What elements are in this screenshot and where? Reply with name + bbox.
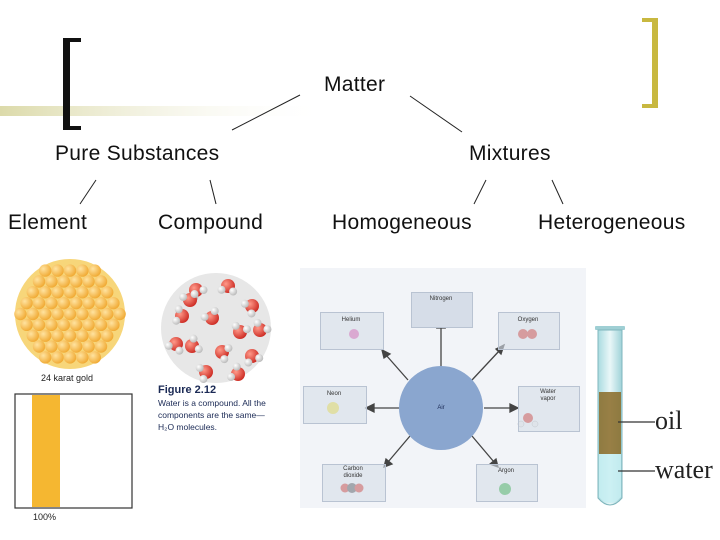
water-caption-line1: Water is a compound. All the [158,398,266,408]
gold-atoms-image [14,259,126,369]
oil-label: oil [655,406,683,435]
air-label-argon: Argon [497,468,514,474]
air-panel-carbon-dioxide [322,464,386,502]
water-figure-number: Figure 2.12 [158,384,217,396]
gold-percent: 100% [33,512,57,522]
water-label: water [655,455,713,484]
air-panel-argon [476,464,538,502]
air-label-carbon-dioxide: Carbon dioxide [343,466,363,479]
mixtures-label: Mixtures [469,142,551,165]
air-label-water-vapor: Water vapor [540,389,556,402]
air-label-center: Air [437,405,445,411]
element-label: Element [8,211,88,234]
oil-water-test-tube [595,326,655,506]
accent-band [0,106,330,116]
gold-caption: 24 karat gold [41,373,94,383]
homogeneous-label: Homogeneous [332,211,472,234]
air-panel-neon [303,386,367,424]
gold-purity-box [14,393,133,509]
air-panel-helium [320,312,384,350]
right-bracket [642,18,658,108]
air-label-helium: Helium [341,317,361,323]
tree-lines [79,94,564,205]
air-label-oxygen: Oxygen [517,317,539,323]
left-bracket [63,38,81,130]
air-label-neon: Neon [326,391,342,397]
heterogeneous-label: Heterogeneous [538,211,686,234]
pure-substances-label: Pure Substances [55,142,220,165]
water-caption-line3: H₂O molecules. [158,422,218,432]
air-panel-water-vapor [518,386,580,432]
air-label-nitrogen: Nitrogen [429,296,453,302]
water-caption-line2: components are the same— [158,410,265,420]
air-panel-oxygen [498,312,560,350]
air-panel-nitrogen [411,292,473,328]
water-molecules-image [161,273,272,384]
compound-label: Compound [158,211,264,234]
matter-title: Matter [324,73,386,96]
